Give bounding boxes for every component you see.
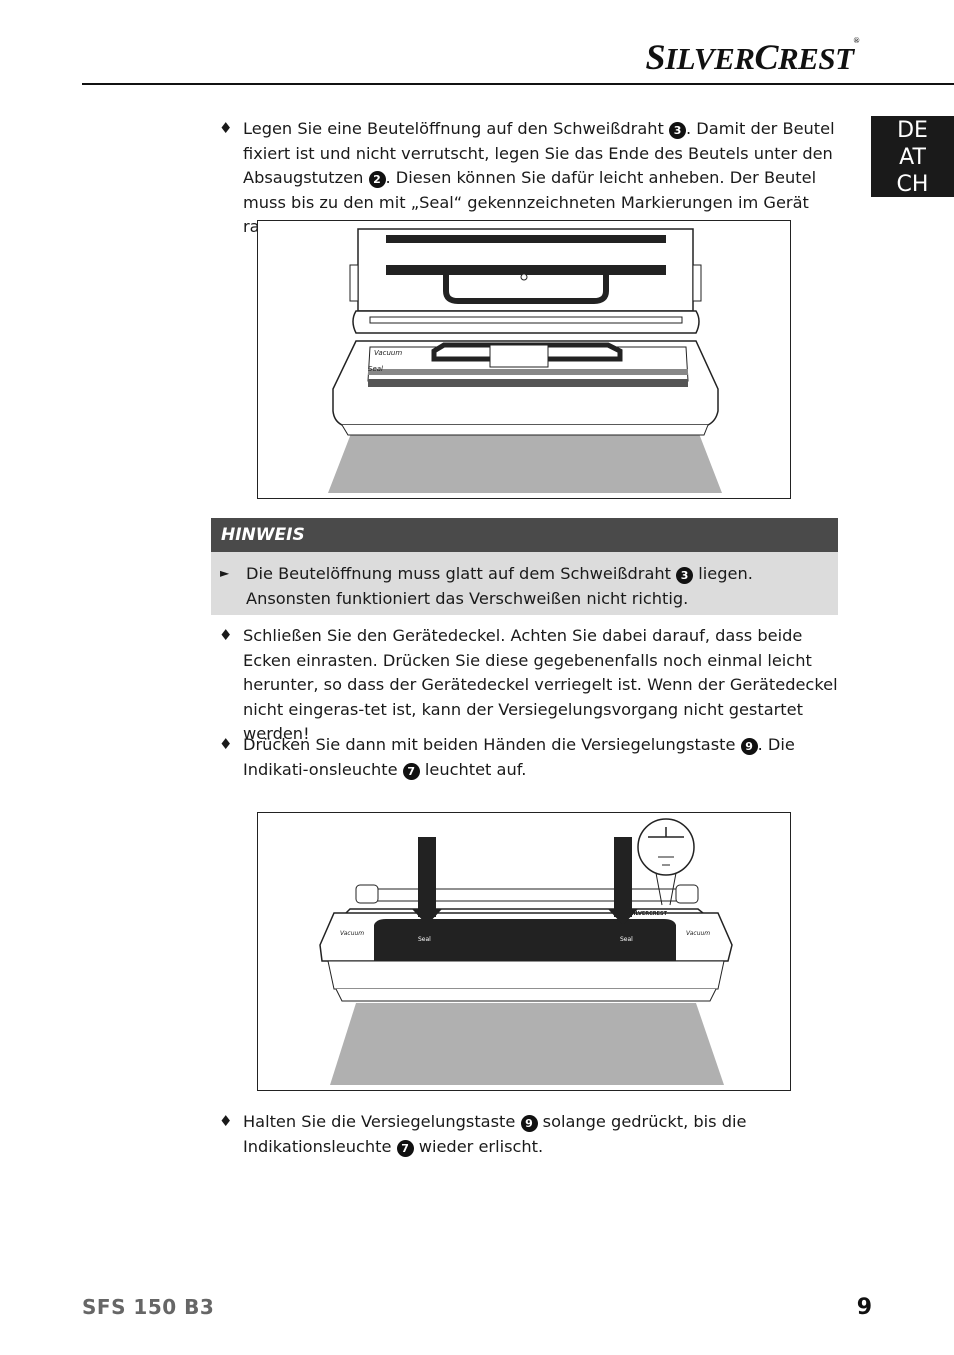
- step-1-text: Legen Sie eine Beutelöffnung auf den Sch…: [243, 119, 835, 236]
- bullet-icon: ♦: [219, 626, 233, 644]
- figure-open-lid: Vacuum Seal: [257, 220, 791, 499]
- closed-device-illustration: Vacuum Vacuum Seal Seal SILVERCREST: [319, 818, 733, 1085]
- svg-text:Vacuum: Vacuum: [340, 930, 364, 937]
- header-rule: [82, 83, 954, 85]
- language-at: AT: [899, 145, 926, 170]
- svg-text:Seal: Seal: [368, 365, 383, 373]
- page-number: 9: [856, 1295, 872, 1320]
- step-4-text: Halten Sie die Versiegelungstaste 9 sola…: [243, 1112, 747, 1157]
- language-ch: CH: [896, 172, 929, 197]
- step-2-text: Schließen Sie den Gerätedeckel. Achten S…: [243, 626, 838, 744]
- brand-logo: SILVERCREST®: [645, 36, 860, 77]
- reference-number: 3: [669, 122, 687, 139]
- model-number: SFS 150 B3: [82, 1295, 215, 1319]
- reference-number: 7: [402, 762, 420, 780]
- note-title: HINWEIS: [211, 518, 838, 552]
- svg-text:Seal: Seal: [620, 936, 633, 943]
- svg-text:Vacuum: Vacuum: [374, 349, 402, 357]
- reference-number: 3: [676, 567, 694, 584]
- language-de: DE: [897, 118, 928, 143]
- note-text: Die Beutelöffnung muss glatt auf dem Sch…: [246, 564, 753, 608]
- reference-number: 2: [368, 171, 386, 189]
- reference-number: 9: [740, 738, 758, 755]
- language-tab: DE AT CH: [871, 116, 954, 197]
- svg-text:SILVERCREST: SILVERCREST: [630, 911, 668, 917]
- reference-number: 7: [396, 1139, 414, 1157]
- svg-text:Seal: Seal: [418, 936, 431, 943]
- bullet-icon: ♦: [219, 1112, 233, 1130]
- figure-press-seal: Vacuum Vacuum Seal Seal SILVERCREST: [257, 812, 791, 1091]
- arrow-right-icon: ►: [220, 566, 230, 580]
- reference-number: 9: [520, 1115, 538, 1132]
- bullet-icon: ♦: [219, 119, 233, 137]
- bullet-icon: ♦: [219, 735, 233, 753]
- note-box: [211, 552, 838, 615]
- open-device-illustration: Vacuum Seal: [328, 228, 722, 493]
- step-3-text: Drücken Sie dann mit beiden Händen die V…: [243, 735, 795, 780]
- svg-text:Vacuum: Vacuum: [686, 930, 710, 937]
